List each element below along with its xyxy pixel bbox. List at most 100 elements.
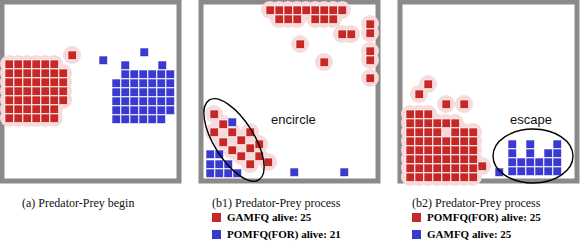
- red-agent: [50, 69, 59, 78]
- red-agent: [451, 128, 460, 137]
- red-agent: [23, 105, 32, 114]
- red-agent: [460, 137, 469, 146]
- blue-agent: [290, 168, 299, 177]
- blue-agent: [130, 115, 139, 124]
- red-agent: [442, 119, 451, 128]
- red-agent: [366, 74, 375, 83]
- red-agent: [460, 164, 469, 173]
- red-agent: [433, 137, 442, 146]
- blue-agent: [553, 158, 562, 167]
- red-agent: [14, 105, 23, 114]
- legend-text: GAMFQ alive: 25: [227, 211, 311, 223]
- blue-agent: [157, 88, 166, 97]
- blue-agent: [526, 158, 535, 167]
- red-agent: [406, 164, 415, 173]
- red-agent: [293, 15, 302, 24]
- red-agent: [415, 110, 424, 119]
- annotation: escape: [510, 112, 552, 127]
- red-agent: [406, 128, 415, 137]
- red-agent: [5, 69, 14, 78]
- red-agent: [478, 162, 487, 171]
- blue-agent: [140, 48, 149, 57]
- blue-agent: [508, 149, 517, 158]
- red-agent: [50, 60, 59, 69]
- arena-frame: [201, 2, 378, 181]
- red-agent: [415, 137, 424, 146]
- red-agent: [41, 87, 50, 96]
- red-agent: [32, 114, 41, 123]
- red-agent: [59, 78, 68, 87]
- arena-frame: [2, 2, 179, 181]
- red-agent: [415, 119, 424, 128]
- red-agent: [50, 105, 59, 114]
- red-agent: [32, 78, 41, 87]
- red-agent: [424, 119, 433, 128]
- red-agent: [406, 110, 415, 119]
- red-agent: [311, 15, 320, 24]
- blue-agent: [148, 106, 157, 115]
- encircle-ellipse: [192, 90, 276, 191]
- red-agent: [451, 173, 460, 182]
- red-agent: [228, 128, 237, 137]
- red-agent: [366, 29, 375, 38]
- blue-agent: [121, 106, 130, 115]
- red-agent: [320, 58, 329, 67]
- red-agent: [296, 40, 305, 49]
- blue-agent: [508, 158, 517, 167]
- agent-range: [291, 35, 309, 53]
- red-agent: [14, 96, 23, 105]
- subfigure-caption: (b1) Predator-Prey process: [212, 196, 340, 211]
- subfigure-caption: (a) Predator-Prey begin: [22, 196, 134, 211]
- red-agent: [5, 105, 14, 114]
- red-agent: [41, 105, 50, 114]
- blue-agent: [508, 167, 517, 176]
- red-agent: [59, 69, 68, 78]
- legend-row: GAMFQ alive: 25: [212, 211, 311, 223]
- blue-agent: [215, 160, 224, 169]
- blue-agent: [544, 149, 553, 158]
- blue-agent: [157, 97, 166, 106]
- legend-swatch: [412, 213, 421, 222]
- red-agent: [406, 137, 415, 146]
- agent-range: [361, 69, 379, 87]
- red-agent: [415, 146, 424, 155]
- red-agent: [266, 6, 275, 15]
- legend-swatch: [212, 230, 221, 239]
- red-agent: [406, 119, 415, 128]
- red-agent: [5, 78, 14, 87]
- blue-agent: [139, 115, 148, 124]
- red-agent: [469, 164, 478, 173]
- blue-agent: [130, 79, 139, 88]
- blue-agent: [112, 97, 121, 106]
- red-agent: [406, 146, 415, 155]
- red-agent: [50, 96, 59, 105]
- legend-text: POMFQ(FOR) alive: 21: [227, 228, 341, 240]
- legend-row: GAMFQ alive: 25: [412, 228, 511, 240]
- red-agent: [329, 15, 338, 24]
- red-agent: [469, 137, 478, 146]
- blue-agent: [139, 88, 148, 97]
- blue-agent: [148, 97, 157, 106]
- blue-agent: [112, 115, 121, 124]
- red-agent: [460, 100, 469, 109]
- blue-agent: [148, 79, 157, 88]
- red-agent: [275, 6, 284, 15]
- red-agent: [442, 164, 451, 173]
- red-agent: [41, 114, 50, 123]
- red-agent: [5, 60, 14, 69]
- red-agent: [210, 110, 219, 119]
- blue-agent: [508, 140, 517, 149]
- blue-agent: [121, 70, 130, 79]
- blue-agent: [526, 167, 535, 176]
- red-agent: [68, 51, 77, 60]
- blue-agent: [526, 149, 535, 158]
- red-agent: [23, 69, 32, 78]
- red-agent: [415, 128, 424, 137]
- red-agent: [424, 128, 433, 137]
- blue-agent: [99, 56, 108, 65]
- blue-agent: [166, 88, 175, 97]
- blue-agent: [112, 106, 121, 115]
- blue-agent: [112, 88, 121, 97]
- legend-row: POMFQ(FOR) alive: 25: [412, 211, 541, 223]
- blue-agent: [166, 70, 175, 79]
